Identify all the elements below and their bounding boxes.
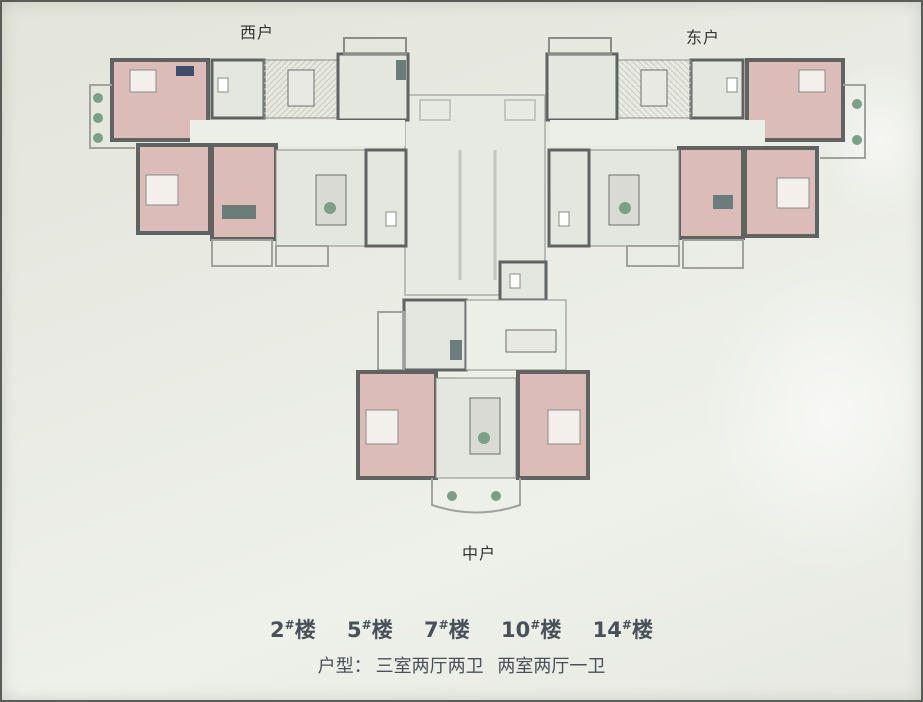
west-unit-plan: [89, 37, 410, 267]
unit-type-line: 户型：三室两厅两卫 两室两厅一卫: [0, 652, 923, 678]
building-number: 7#楼: [424, 618, 470, 642]
building-number: 2#楼: [270, 618, 316, 642]
bed-icon: [365, 409, 399, 445]
bed-icon: [129, 69, 157, 93]
toilet-icon: [385, 211, 397, 227]
coffee-table-icon: [324, 202, 336, 214]
balcony: [275, 245, 329, 267]
dining-table-icon: [505, 329, 557, 353]
plant-icon: [447, 491, 457, 501]
bathroom: [364, 148, 408, 248]
dining-table-icon: [287, 69, 315, 107]
stove-icon: [450, 340, 462, 360]
study: [210, 143, 278, 241]
desk-icon: [222, 205, 256, 219]
corridor: [190, 120, 405, 146]
unit-type-prefix: 户型：: [317, 656, 372, 677]
building-numbers: 2#楼 5#楼 7#楼 10#楼 14#楼: [0, 614, 923, 644]
plant-icon: [93, 113, 103, 123]
building-number: 5#楼: [347, 618, 393, 642]
sofa-icon: [469, 397, 501, 455]
toilet-icon: [509, 273, 521, 289]
plant-icon: [93, 133, 103, 143]
bed-icon: [547, 409, 581, 445]
desk-icon: [176, 66, 194, 76]
stove-icon: [396, 60, 406, 80]
plant-icon: [93, 93, 103, 103]
east-unit-plan: [545, 37, 866, 269]
bathroom: [498, 260, 548, 302]
sofa-icon: [315, 174, 347, 226]
west-unit-label: 西户: [240, 23, 275, 42]
coffee-table-icon: [478, 432, 490, 444]
middle-unit-plan: [356, 260, 590, 514]
balcony: [89, 84, 135, 149]
middle-unit-label: 中户: [462, 544, 497, 563]
building-number: 14#楼: [592, 618, 653, 642]
unit-type-a: 三室两厅两卫: [375, 656, 484, 677]
floor-plan-drawing: [89, 37, 866, 514]
balcony: [211, 239, 273, 267]
plant-icon: [491, 491, 501, 501]
balcony: [431, 478, 521, 514]
toilet-icon: [217, 77, 229, 93]
unit-type-b: 两室两厅一卫: [497, 656, 606, 677]
building-number: 10#楼: [501, 618, 562, 642]
east-unit-label: 东户: [686, 28, 721, 47]
bed-icon: [145, 174, 179, 206]
